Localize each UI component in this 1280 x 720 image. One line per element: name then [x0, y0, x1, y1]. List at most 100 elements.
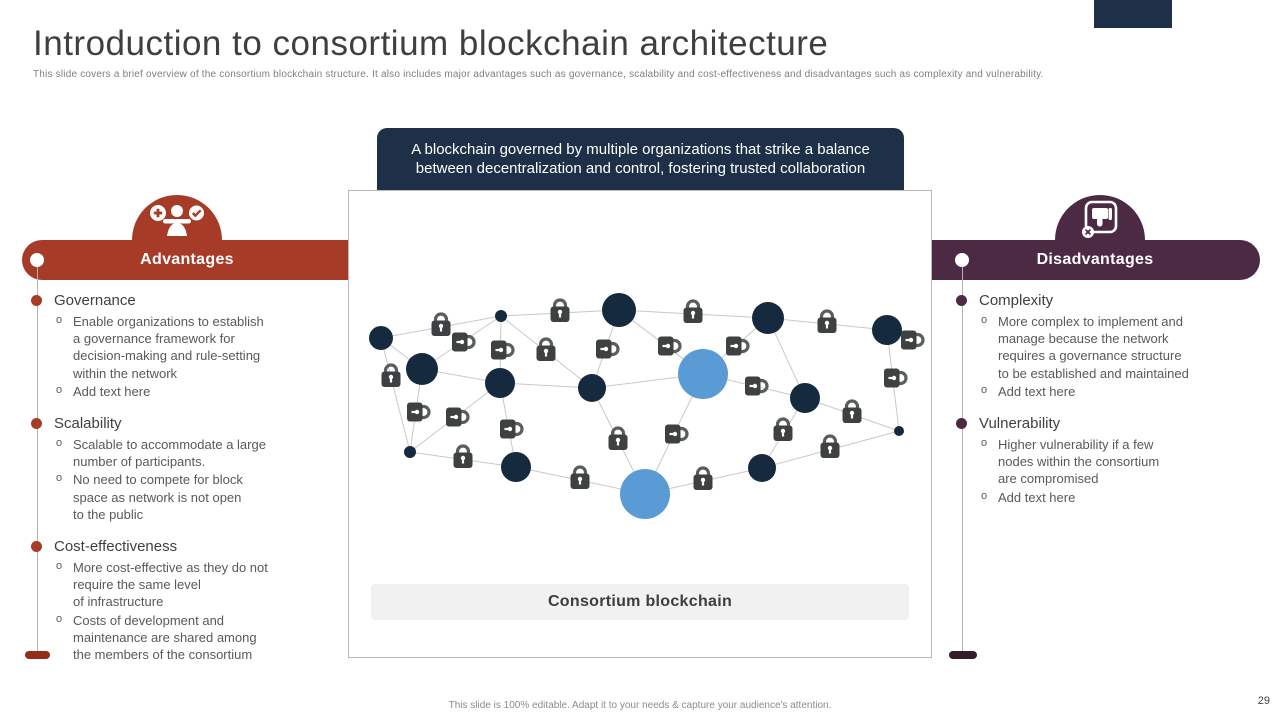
list-section: Scalability o Scalable to accommodate a la…: [30, 415, 355, 523]
list-item: o Costs of development and maintenance ar…: [54, 612, 355, 664]
disadvantages-list: Complexity o More complex to implement and…: [955, 292, 1280, 521]
thumbs-down-icon: [1082, 200, 1118, 238]
lock-icon: [500, 419, 524, 439]
network-node: [620, 469, 670, 519]
lock-icon: [820, 434, 840, 458]
network-node: [404, 446, 416, 458]
advantages-connector-line: [37, 267, 38, 652]
disadvantages-connector-line: [962, 267, 963, 652]
top-right-accent: [1094, 0, 1172, 28]
lock-icon: [570, 465, 590, 489]
item-marker: o: [56, 612, 63, 625]
diagram-caption: Consortium blockchain: [547, 593, 733, 610]
list-section: Complexity o More complex to implement and…: [955, 292, 1280, 400]
item-marker: o: [981, 437, 988, 450]
list-item: o Higher vulnerability if a few nodes wit…: [979, 436, 1280, 488]
lock-icon: [665, 424, 689, 444]
lock-icon: [693, 466, 713, 490]
disadvantages-label: Disadvantages: [1036, 251, 1154, 268]
advantages-semicircle: [132, 195, 222, 240]
diagram-caption-bar: Consortium blockchain: [371, 584, 909, 620]
lock-icon: [901, 330, 925, 350]
list-item: o Scalable to accommodate a large number …: [54, 436, 355, 470]
item-text: Costs of development and maintenance are…: [73, 612, 257, 663]
advantages-connector-end: [25, 651, 50, 659]
item-text: Higher vulnerability if a few nodes with…: [998, 437, 1160, 487]
lock-icon: [446, 407, 470, 427]
lock-icon: [745, 376, 769, 396]
disadvantages-connector-end: [949, 651, 977, 659]
list-item: o Add text here: [979, 383, 1280, 400]
list-item: o Add text here: [979, 489, 1280, 506]
network-node: [602, 293, 636, 327]
list-item: o More cost-effective as they do not requ…: [54, 559, 355, 611]
lock-icon: [453, 444, 473, 468]
lock-icon: [491, 340, 515, 360]
section-bullet: [31, 418, 42, 430]
item-marker: o: [56, 437, 63, 450]
lock-icon: [407, 402, 431, 422]
network-node: [752, 302, 784, 334]
section-title: Scalability: [54, 415, 122, 433]
section-bullet: [956, 418, 967, 430]
item-marker: o: [981, 314, 988, 326]
disadvantages-banner-dot: [955, 253, 969, 267]
network-node: [748, 454, 776, 482]
lock-icon: [381, 363, 401, 387]
item-marker: o: [981, 383, 988, 396]
list-item: o More complex to implement and manage be…: [979, 313, 1280, 382]
advantages-label: Advantages: [140, 251, 234, 268]
item-text: Add text here: [998, 383, 1076, 399]
network-node: [578, 374, 606, 402]
network-node: [485, 368, 515, 398]
network-edge: [499, 382, 593, 389]
item-text: More complex to implement and manage bec…: [998, 314, 1189, 381]
page-title: Introduction to consortium blockchain ar…: [33, 24, 829, 63]
advantages-banner: Advantages: [22, 240, 352, 280]
lock-icon: [608, 426, 628, 450]
item-text: Add text here: [998, 489, 1076, 505]
lock-icon: [452, 332, 476, 352]
section-bullet: [956, 295, 967, 306]
lock-icon: [726, 336, 750, 356]
item-text: Scalable to accommodate a large number o…: [73, 437, 266, 470]
network-edge: [380, 337, 411, 453]
item-text: Add text here: [73, 383, 151, 399]
lock-icon: [431, 312, 451, 336]
section-bullet: [31, 541, 42, 553]
network-node: [501, 452, 531, 482]
list-section: Cost-effectiveness o More cost-effective a…: [30, 538, 355, 663]
description-box: A blockchain governed by multiple organi…: [377, 128, 904, 190]
footer-text: This slide is 100% editable. Adapt it to…: [448, 700, 832, 711]
network-node: [678, 349, 728, 399]
list-section: Vulnerability o Higher vulnerability if a …: [955, 415, 1280, 506]
lock-icon: [842, 399, 862, 423]
advantages-list: Governance o Enable organizations to estab…: [30, 292, 355, 678]
section-bullet: [31, 295, 42, 306]
network-node: [872, 315, 902, 345]
lock-icon: [550, 298, 570, 322]
item-text: More cost-effective as they do not requi…: [73, 560, 268, 610]
lock-icon: [536, 337, 556, 361]
disadvantages-semicircle: [1055, 195, 1145, 240]
disadvantages-banner: Disadvantages: [930, 240, 1260, 280]
item-text: Enable organizations to establish a gove…: [73, 314, 264, 381]
person-plus-check-icon: [150, 205, 204, 236]
lock-icon: [773, 417, 793, 441]
network-node: [495, 310, 507, 322]
section-title: Governance: [54, 292, 136, 309]
description-text: A blockchain governed by multiple organi…: [411, 141, 870, 177]
section-title: Complexity: [979, 292, 1054, 309]
item-marker: o: [56, 560, 63, 573]
item-text: No need to compete for block space as ne…: [73, 472, 243, 522]
lock-icon: [596, 339, 620, 359]
section-title: Vulnerability: [979, 415, 1061, 433]
lock-icon: [658, 336, 682, 356]
network-node: [894, 426, 904, 436]
section-title: Cost-effectiveness: [54, 538, 178, 556]
item-marker: o: [981, 489, 988, 502]
